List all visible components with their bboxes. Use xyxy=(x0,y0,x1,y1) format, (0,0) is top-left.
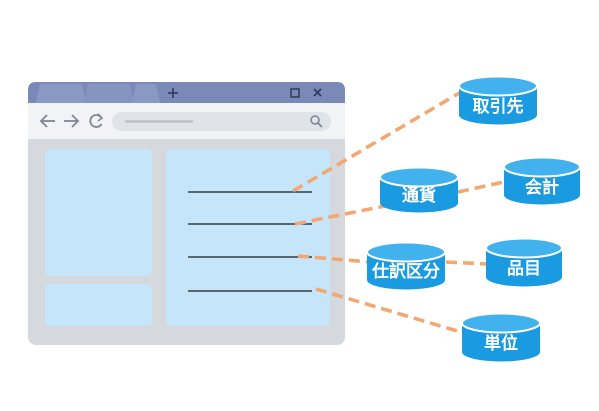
browser-tab[interactable] xyxy=(36,84,86,103)
search-icon[interactable] xyxy=(310,115,323,128)
square-icon[interactable] xyxy=(290,88,300,98)
address-bar[interactable] xyxy=(112,112,331,131)
sidebar-bottom-panel xyxy=(45,284,152,326)
connector-shiwake-kubun xyxy=(297,254,371,264)
content-panel xyxy=(166,149,330,326)
browser-tab[interactable] xyxy=(132,84,160,103)
plus-icon[interactable] xyxy=(168,88,178,98)
db-shiwake-kubun: 仕訳区分 xyxy=(366,241,446,290)
db-torihikisaki: 取引先 xyxy=(458,75,538,125)
db-label: 単位 xyxy=(484,333,518,354)
connector-tsuka-kaikei xyxy=(457,179,509,194)
db-label: 取引先 xyxy=(473,96,524,117)
db-tsuka: 通貨 xyxy=(379,166,459,213)
x-icon[interactable] xyxy=(313,88,322,97)
arrow-right-icon[interactable] xyxy=(64,114,80,128)
connector-tani xyxy=(315,287,465,335)
arrow-left-icon[interactable] xyxy=(39,114,55,128)
browser-tab[interactable] xyxy=(84,84,134,103)
connector-torihikisaki xyxy=(292,90,462,193)
connector-shiwake-hinmoku xyxy=(445,260,489,266)
db-kaikei: 会計 xyxy=(503,156,581,205)
db-label: 品目 xyxy=(507,259,541,279)
connectors xyxy=(292,90,509,335)
db-label: 通貨 xyxy=(402,185,436,206)
db-hinmoku: 品目 xyxy=(485,237,563,287)
db-tani: 単位 xyxy=(461,312,541,362)
reload-icon[interactable] xyxy=(89,113,104,128)
connector-tsuka xyxy=(294,204,386,226)
browser-window xyxy=(28,82,345,345)
db-label: 仕訳区分 xyxy=(371,261,440,282)
sidebar-panel xyxy=(45,149,152,276)
db-label: 会計 xyxy=(525,177,559,198)
